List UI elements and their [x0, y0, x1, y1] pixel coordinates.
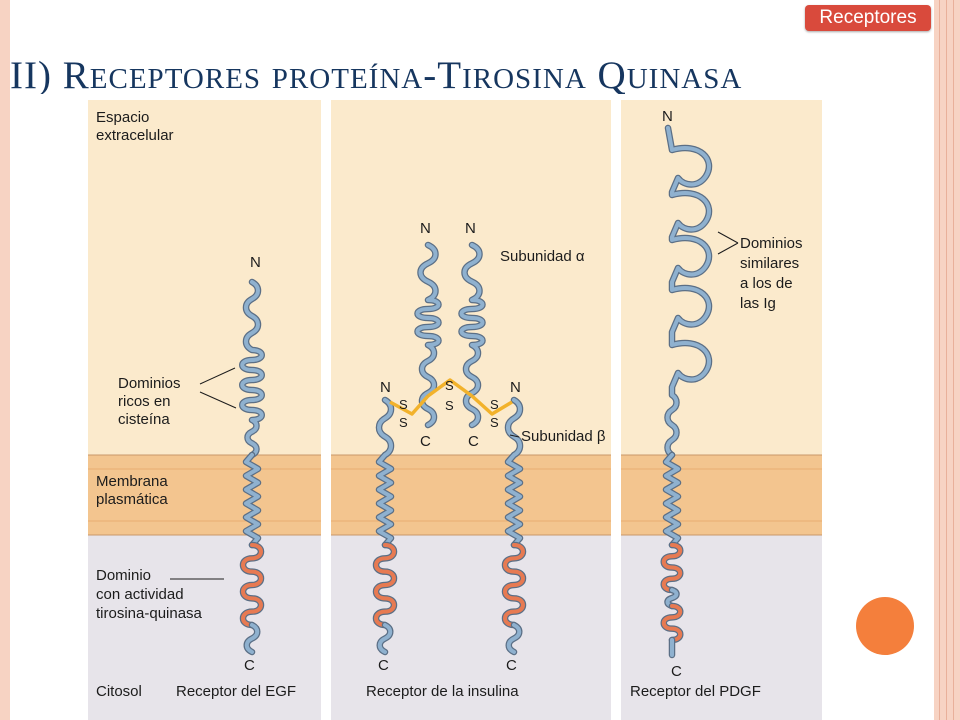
insulin-c-alpha-left: C: [420, 433, 431, 450]
egf-cysteine-leader: [199, 367, 237, 409]
disulfide-middle: [426, 378, 474, 398]
panel-egf-extracellular: [88, 100, 321, 455]
insulin-beta-kinase-right: [503, 543, 525, 627]
cytosol-label: Citosol: [96, 683, 142, 700]
pdgf-ig-line-1: Dominios: [740, 235, 803, 252]
region-backgrounds: [88, 100, 822, 720]
insulin-n-beta-right: N: [510, 379, 521, 396]
insulin-beta-label: Subunidad β: [521, 428, 606, 445]
egf-cys-line-2: ricos en: [118, 393, 171, 410]
ss-mid-1: S: [445, 378, 454, 393]
panel-pdgf-cytosol: [621, 535, 822, 720]
panel-pdgf-extracellular: [621, 100, 822, 455]
ss-left-1: S: [399, 397, 408, 412]
receptor-chains: [239, 124, 713, 659]
membrane-edges: [88, 454, 822, 536]
insulin-alpha-chain-right: [459, 243, 485, 427]
disulfide-bonds: [389, 378, 513, 416]
pdgf-ig-line-3: a los de: [740, 275, 793, 292]
slide-title: II) RECEPTORES PROTEÍNA-TIROSINA QUINASA: [10, 54, 743, 94]
insulin-c-alpha-right: C: [468, 433, 479, 450]
egf-kinase-line-2: con actividad: [96, 586, 184, 603]
insulin-beta-tail-right: [506, 623, 522, 654]
insulin-n-alpha-left: N: [420, 220, 431, 237]
egf-cys-line-3: cisteína: [118, 411, 170, 428]
pdgf-kinase-domain-2: [661, 604, 683, 642]
pdgf-caption: Receptor del PDGF: [630, 683, 761, 700]
egf-n-terminus: N: [250, 254, 261, 271]
pdgf-ig-line-4: las Ig: [740, 295, 776, 312]
egf-kinase-domain: [241, 543, 263, 627]
insulin-ss-labels: S S S S S S: [399, 378, 499, 430]
pdgf-ig-domains-label: Dominios similares a los de las Ig: [740, 235, 807, 312]
egf-kinase-line-1: Dominio: [96, 567, 151, 584]
ss-right-1: S: [490, 397, 499, 412]
panel-insulin-membrane: [331, 455, 611, 535]
disulfide-right: [470, 394, 513, 416]
panel-egf-membrane: [88, 455, 321, 535]
left-decorative-border: [0, 0, 10, 720]
egf-transmembrane-helix: [244, 453, 260, 547]
insulin-alpha-label: Subunidad α: [500, 248, 585, 265]
panel-egf-cytosol: [88, 535, 321, 720]
insulin-beta-leader: [509, 434, 520, 438]
egf-kinase-domain-label: Dominio con actividad tirosina-quinasa: [96, 567, 203, 622]
insulin-caption: Receptor de la insulina: [366, 683, 519, 700]
egf-c-terminus: C: [244, 657, 255, 674]
panel-pdgf-membrane: [621, 455, 822, 535]
egf-cysteine-domains-label: Dominios ricos en cisteína: [118, 375, 185, 428]
pdgf-ig-line-2: similares: [740, 255, 799, 272]
insulin-beta-tail-left: [377, 623, 393, 654]
egf-caption: Receptor del EGF: [176, 683, 296, 700]
pdgf-ig-leader: [717, 231, 739, 255]
pdgf-extracellular-chain: [665, 126, 711, 457]
egf-kinase-line-3: tirosina-quinasa: [96, 605, 203, 622]
pdgf-kinase-domain-1: [661, 543, 683, 592]
ss-left-2: S: [399, 415, 408, 430]
insulin-beta-chain-left: [377, 398, 393, 547]
pdgf-transmembrane-helix: [664, 453, 680, 547]
disulfide-left: [389, 394, 430, 416]
insulin-c-beta-right: C: [506, 657, 517, 674]
egf-extracellular-chain: [240, 280, 264, 457]
insulin-c-beta-left: C: [378, 657, 389, 674]
right-decorative-border: [934, 0, 960, 720]
pdgf-n-terminus: N: [662, 108, 673, 125]
insulin-beta-kinase-left: [374, 543, 396, 627]
egf-c-tail: [244, 623, 260, 654]
insulin-n-alpha-right: N: [465, 220, 476, 237]
ss-mid-2: S: [445, 398, 454, 413]
accent-circle: [856, 597, 914, 655]
insulin-alpha-chain-left: [415, 243, 441, 427]
insulin-beta-chain-right: [506, 398, 522, 547]
egf-cys-line-1: Dominios: [118, 375, 181, 392]
pdgf-c-terminus: C: [671, 663, 682, 680]
pdgf-kinase-insert: [665, 588, 679, 608]
ss-right-2: S: [490, 415, 499, 430]
section-tag: Receptores: [805, 5, 931, 31]
insulin-n-beta-left: N: [380, 379, 391, 396]
